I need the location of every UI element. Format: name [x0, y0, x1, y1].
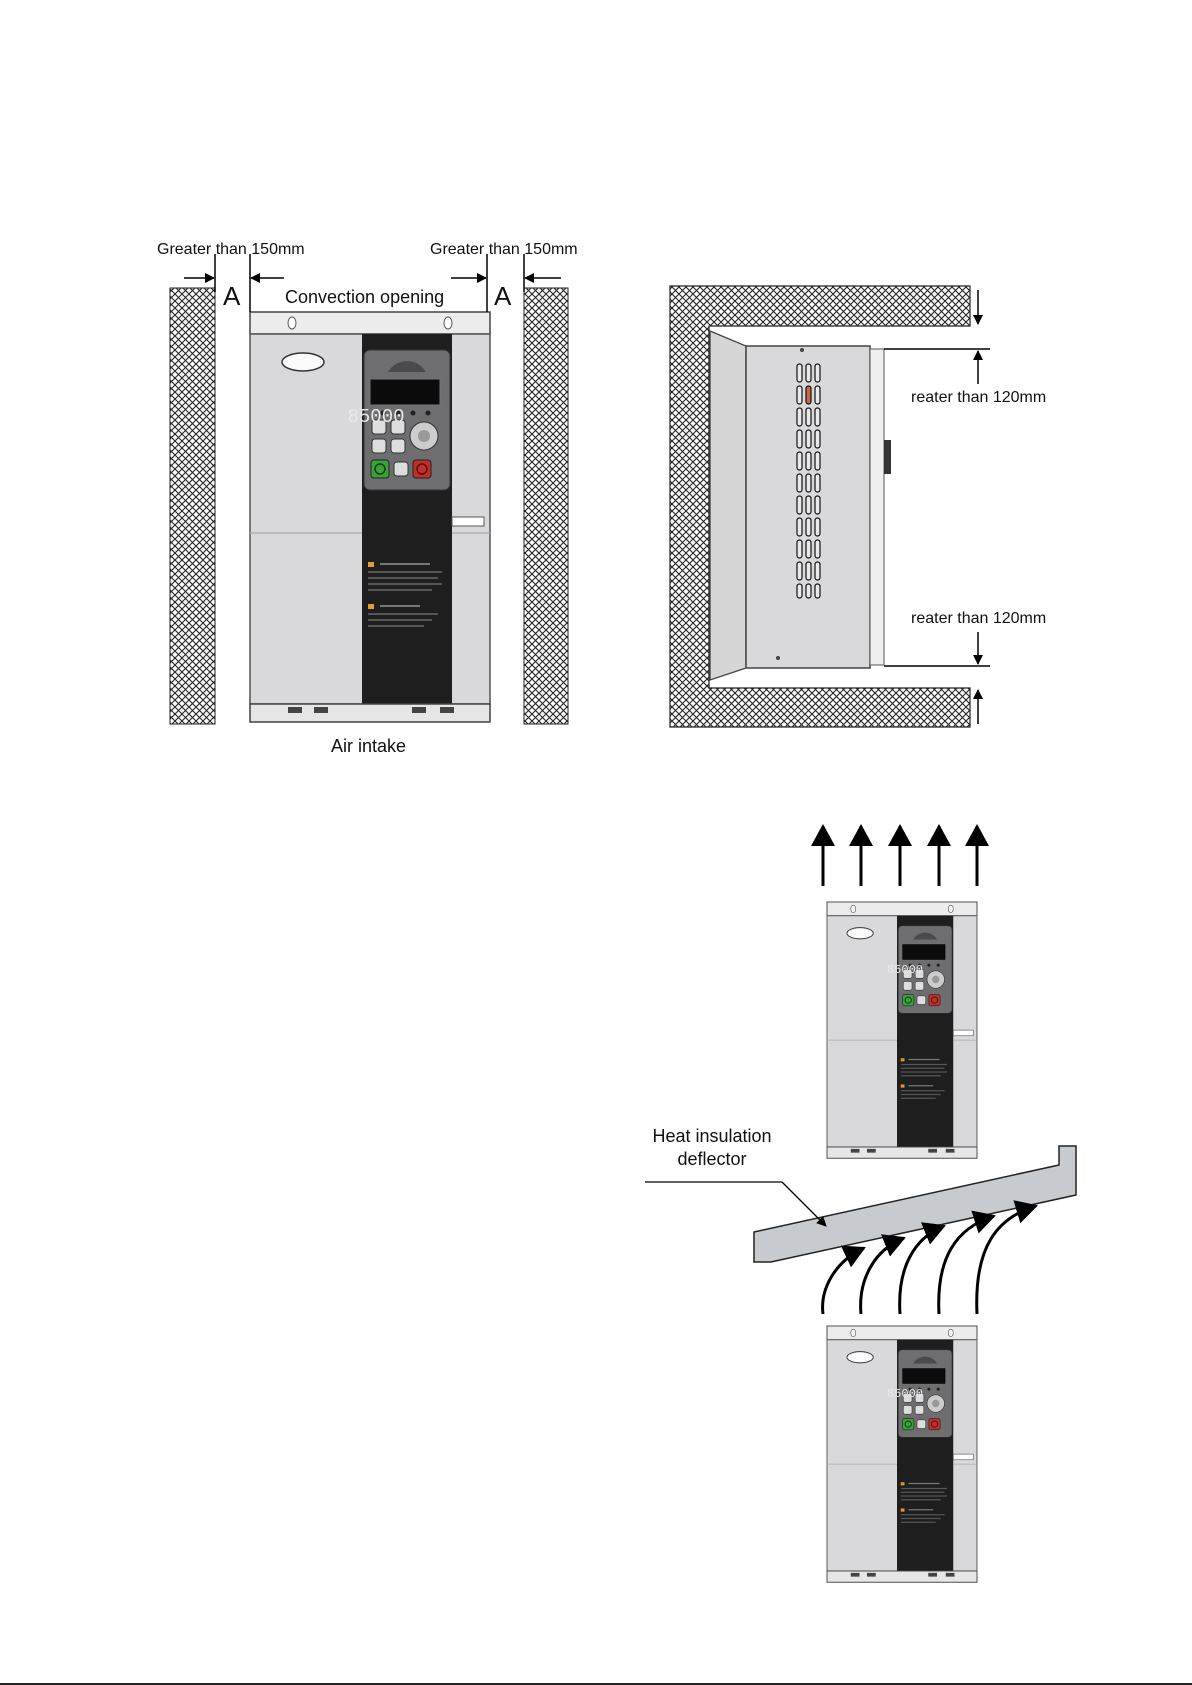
airflow-arrow	[861, 1238, 904, 1314]
airflow-arrow	[977, 1206, 1036, 1314]
deflector-leader-arrow	[782, 1182, 826, 1226]
heat-insulation-deflector	[754, 1146, 1076, 1262]
inverter-side-view	[710, 331, 891, 680]
air-intake-label: Air intake	[331, 736, 406, 756]
inverter-upper	[827, 902, 977, 1158]
inverter-lower	[827, 1326, 977, 1582]
deflector-label-line1: Heat insulation	[652, 1126, 771, 1146]
bottom-clearance-label: reater than 120mm	[911, 610, 1046, 627]
convection-label: Convection opening	[285, 287, 444, 307]
inverter-front-view	[250, 312, 490, 722]
clearance-left-label: Greater than 150mm	[157, 241, 305, 258]
right-wall	[524, 288, 568, 724]
top-clearance-label: reater than 120mm	[911, 389, 1046, 406]
stacked-installation-figure: 85000 Heat insulation deflector 85000	[645, 826, 1076, 1582]
exhaust-arrows	[823, 826, 977, 886]
airflow-arrow	[939, 1216, 994, 1314]
front-clearance-figure: 85000 Greater than 150mm Greater than 15…	[157, 241, 578, 756]
airflow-arrow	[823, 1248, 864, 1314]
keypad-display-lower: 85000	[887, 1387, 923, 1401]
gap-right-label: A	[494, 281, 512, 311]
side-clearance-figure: reater than 120mm reater than 120mm	[670, 286, 1046, 727]
left-wall	[170, 288, 215, 724]
gap-left-label: A	[223, 281, 241, 311]
keypad-display-upper: 85000	[887, 963, 923, 977]
keypad-display: 85000	[347, 406, 404, 428]
clearance-right-label: Greater than 150mm	[430, 241, 578, 258]
deflector-label-line2: deflector	[677, 1149, 746, 1169]
